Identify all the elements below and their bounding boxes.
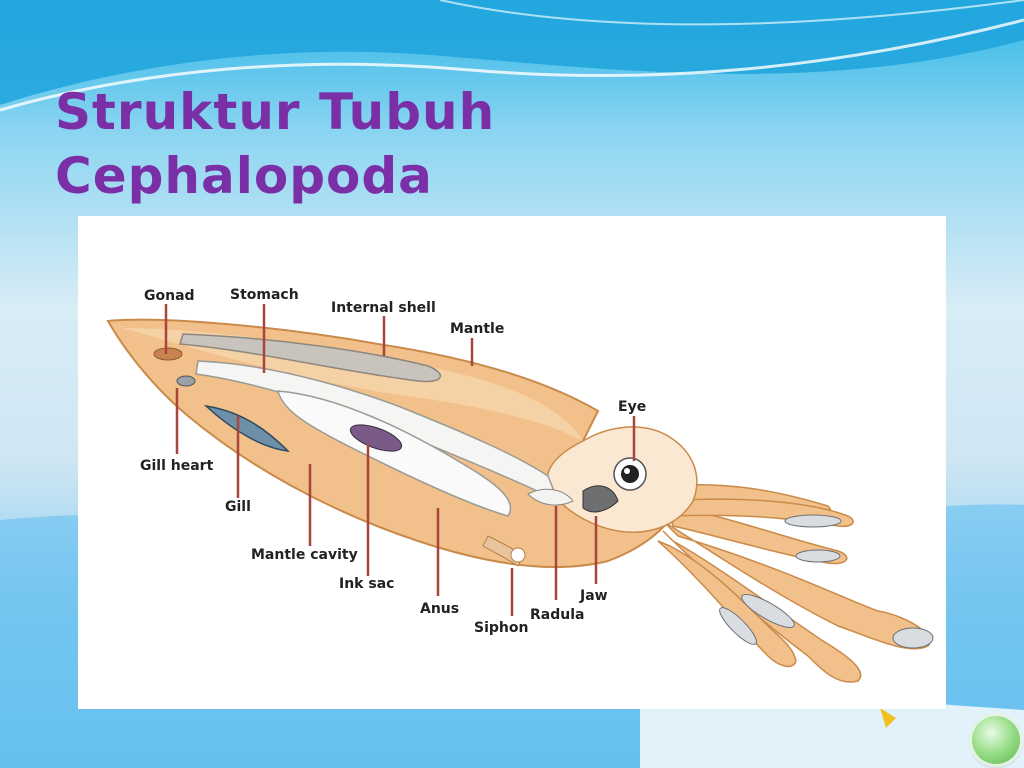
label-mantle-cavity: Mantle cavity bbox=[251, 547, 358, 563]
ink-sac-shape bbox=[349, 424, 403, 452]
arms bbox=[657, 483, 931, 683]
cephalopoda-diagram: Gonad Stomach Internal shell Mantle Eye … bbox=[78, 216, 946, 709]
label-eye: Eye bbox=[618, 399, 646, 415]
label-ink-sac: Ink sac bbox=[339, 576, 394, 592]
label-gill: Gill bbox=[225, 499, 251, 515]
label-gonad: Gonad bbox=[144, 288, 195, 304]
leader-lines bbox=[164, 304, 636, 616]
next-slide-button[interactable] bbox=[972, 716, 1020, 764]
suckers bbox=[719, 514, 934, 649]
label-anus: Anus bbox=[420, 601, 459, 617]
gill-shape bbox=[203, 404, 291, 453]
jaw-shape bbox=[582, 485, 619, 513]
label-gill-heart: Gill heart bbox=[140, 458, 214, 474]
slide-title: Struktur Tubuh Cephalopoda bbox=[55, 80, 495, 208]
title-line-2: Cephalopoda bbox=[55, 147, 433, 205]
title-line-1: Struktur Tubuh bbox=[55, 83, 496, 141]
eye-shape bbox=[613, 457, 647, 491]
internal-shell-shape bbox=[179, 333, 441, 383]
label-internal-shell: Internal shell bbox=[331, 300, 436, 316]
label-mantle: Mantle bbox=[450, 321, 504, 337]
label-stomach: Stomach bbox=[230, 287, 299, 303]
gill-heart-shape bbox=[176, 375, 196, 387]
gonad-shape bbox=[153, 347, 183, 361]
label-siphon: Siphon bbox=[474, 620, 528, 636]
squid-illustration: Gonad Stomach Internal shell Mantle Eye … bbox=[106, 287, 934, 683]
label-radula: Radula bbox=[530, 607, 584, 623]
label-jaw: Jaw bbox=[579, 588, 608, 604]
radula-shape bbox=[527, 488, 574, 506]
